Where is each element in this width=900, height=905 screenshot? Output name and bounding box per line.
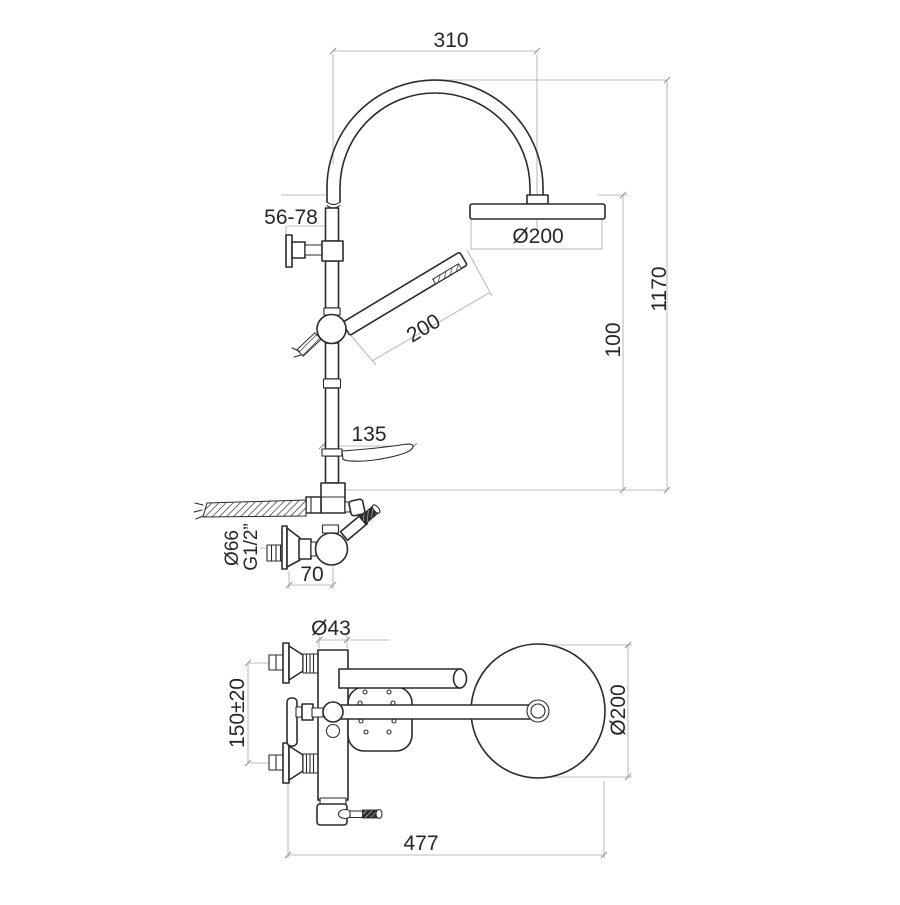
- spray-face: [432, 263, 462, 285]
- dim-union-spacing: 150±20: [226, 678, 249, 748]
- dim-column-width: Ø43: [311, 617, 351, 640]
- plan-view: Ø43 150±20 Ø200 477: [226, 617, 632, 859]
- plan-hand-shower: [338, 668, 468, 689]
- plan-wall-union-top: [268, 642, 319, 684]
- diverter-tee: [193, 482, 366, 534]
- dim-handshower-length: 200: [403, 310, 445, 348]
- overhead-shower-head: [469, 194, 606, 220]
- dim-wall-clearance: 56-78: [264, 206, 318, 229]
- dim-arch-width: 310: [433, 29, 468, 52]
- dim-head-diameter-front: Ø200: [512, 225, 563, 248]
- front-view: 310 1170 100 Ø200 200 135 56-78 Ø66 G1/2…: [193, 29, 671, 589]
- front-dimension-lines: [260, 47, 671, 589]
- valve-body: [314, 532, 349, 566]
- plan-dimension-lines: [244, 634, 632, 859]
- dim-head-diameter-plan: Ø200: [607, 684, 630, 735]
- plan-wall-union-bottom: [268, 742, 319, 784]
- arm-hub-inner: [530, 703, 546, 719]
- dim-thread-size: G1/2”: [241, 523, 262, 571]
- gooseneck-arch: [326, 79, 544, 209]
- lever-grip: [362, 809, 378, 819]
- dim-soap-dish-reach: 135: [351, 423, 386, 446]
- wall-bracket: [285, 234, 344, 268]
- shower-arm: [340, 704, 532, 720]
- soap-dish: [321, 443, 414, 462]
- dim-valve-wall-offset: 70: [300, 563, 323, 586]
- dim-total-height: 1170: [648, 266, 671, 311]
- dim-head-drop: 100: [602, 322, 625, 357]
- hand-shower-holder-ball: [316, 307, 347, 345]
- cross-handle: [286, 697, 324, 747]
- arm-joint: [322, 701, 344, 723]
- hose-upper-stub: [291, 332, 322, 358]
- plate-screw: [325, 723, 341, 739]
- handset-holder: [339, 504, 381, 542]
- dim-total-projection: 477: [403, 832, 438, 855]
- dim-flange-diameter: Ø66: [222, 530, 243, 566]
- wall-supply-union: [266, 525, 317, 570]
- diverter-knob: [348, 498, 366, 517]
- shower-hose: [202, 499, 307, 518]
- hand-shower: [342, 251, 468, 336]
- plan-valve-and-lever: [316, 797, 383, 826]
